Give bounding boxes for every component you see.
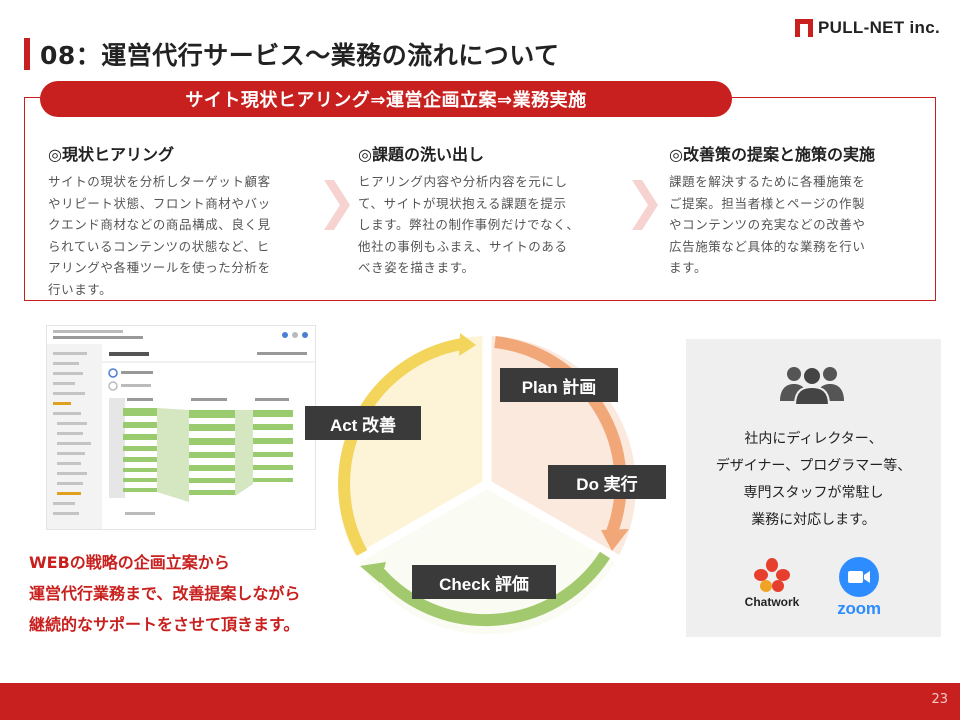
support-message: WEBの戦略の企画立案から 運営代行業務まで、改善提案しながら 継続的なサポート… xyxy=(29,553,301,634)
step-description: サイトの現状を分析しターゲット顧客 やリピート状態、フロント商材やバッ クエンド… xyxy=(48,174,271,297)
cycle-label-plan: Plan 計画 xyxy=(500,368,618,402)
cycle-label-do: Do 実行 xyxy=(548,465,666,499)
chevron-right-icon xyxy=(324,180,350,230)
cycle-label-act: Act 改善 xyxy=(305,406,421,440)
step-title: ◎課題の洗い出し xyxy=(358,145,484,164)
chevron-right-icon xyxy=(632,180,658,230)
zoom-label: zoom xyxy=(837,599,881,618)
step-title: ◎現状ヒアリング xyxy=(48,145,174,164)
process-step-issues: ◎課題の洗い出し ヒアリング内容や分析内容を元にし て、サイトが現状抱える課題を… xyxy=(358,141,634,279)
chatwork-icon xyxy=(754,558,790,592)
process-step-proposal: ◎改善策の提案と施策の実施 課題を解決するために各種施策を ご提案。担当者様とペ… xyxy=(669,141,931,279)
analytics-screenshot xyxy=(46,325,316,530)
zoom-icon xyxy=(839,557,879,597)
zoom-logo: zoom xyxy=(826,557,892,619)
process-step-hearing: ◎現状ヒアリング サイトの現状を分析しターゲット顧客 やリピート状態、フロント商… xyxy=(48,141,324,300)
step-description: ヒアリング内容や分析内容を元にし て、サイトが現状抱える課題を提示 します。弊社… xyxy=(358,174,580,275)
staff-description: 社内にディレクター、 デザイナー、プログラマー等、 専門スタッフが常駐し 業務に… xyxy=(715,431,912,528)
step-description: 課題を解決するために各種施策を ご提案。担当者様とページの作製 やコンテンツの充… xyxy=(669,174,866,275)
process-banner: サイト現状ヒアリング⇒運営企画立案⇒業務実施 xyxy=(40,81,732,117)
footer-bar: 23 xyxy=(0,683,960,720)
chatwork-logo: Chatwork xyxy=(736,557,808,609)
page-title: 08：運営代行サービス～業務の流れについて xyxy=(40,41,560,70)
page-number: 23 xyxy=(931,692,948,707)
team-icon xyxy=(780,366,844,405)
chatwork-label: Chatwork xyxy=(744,595,800,609)
cycle-label-check: Check 評価 xyxy=(412,565,556,599)
company-logo: PULL-NET inc. xyxy=(795,18,940,38)
title-accent-bar xyxy=(24,38,30,70)
logo-mark-icon xyxy=(795,19,814,37)
logo-text: PULL-NET inc. xyxy=(818,18,940,37)
step-title: ◎改善策の提案と施策の実施 xyxy=(669,145,875,164)
